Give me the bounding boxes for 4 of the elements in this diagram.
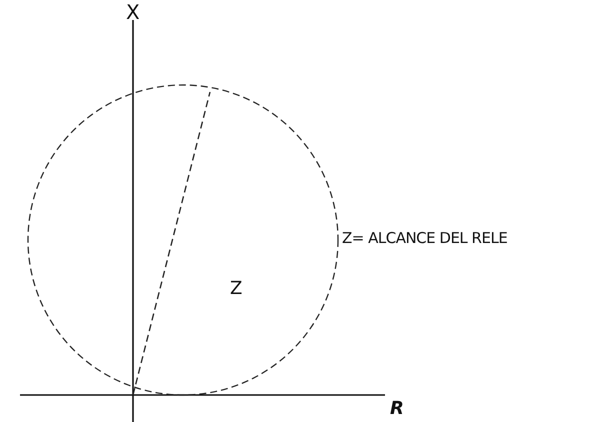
axis-label: X (126, 2, 140, 22)
axis-label: R (390, 400, 404, 418)
annotation-text: Z= ALCANCE DEL RELE (342, 231, 508, 246)
impedance-label: Z (230, 280, 242, 298)
